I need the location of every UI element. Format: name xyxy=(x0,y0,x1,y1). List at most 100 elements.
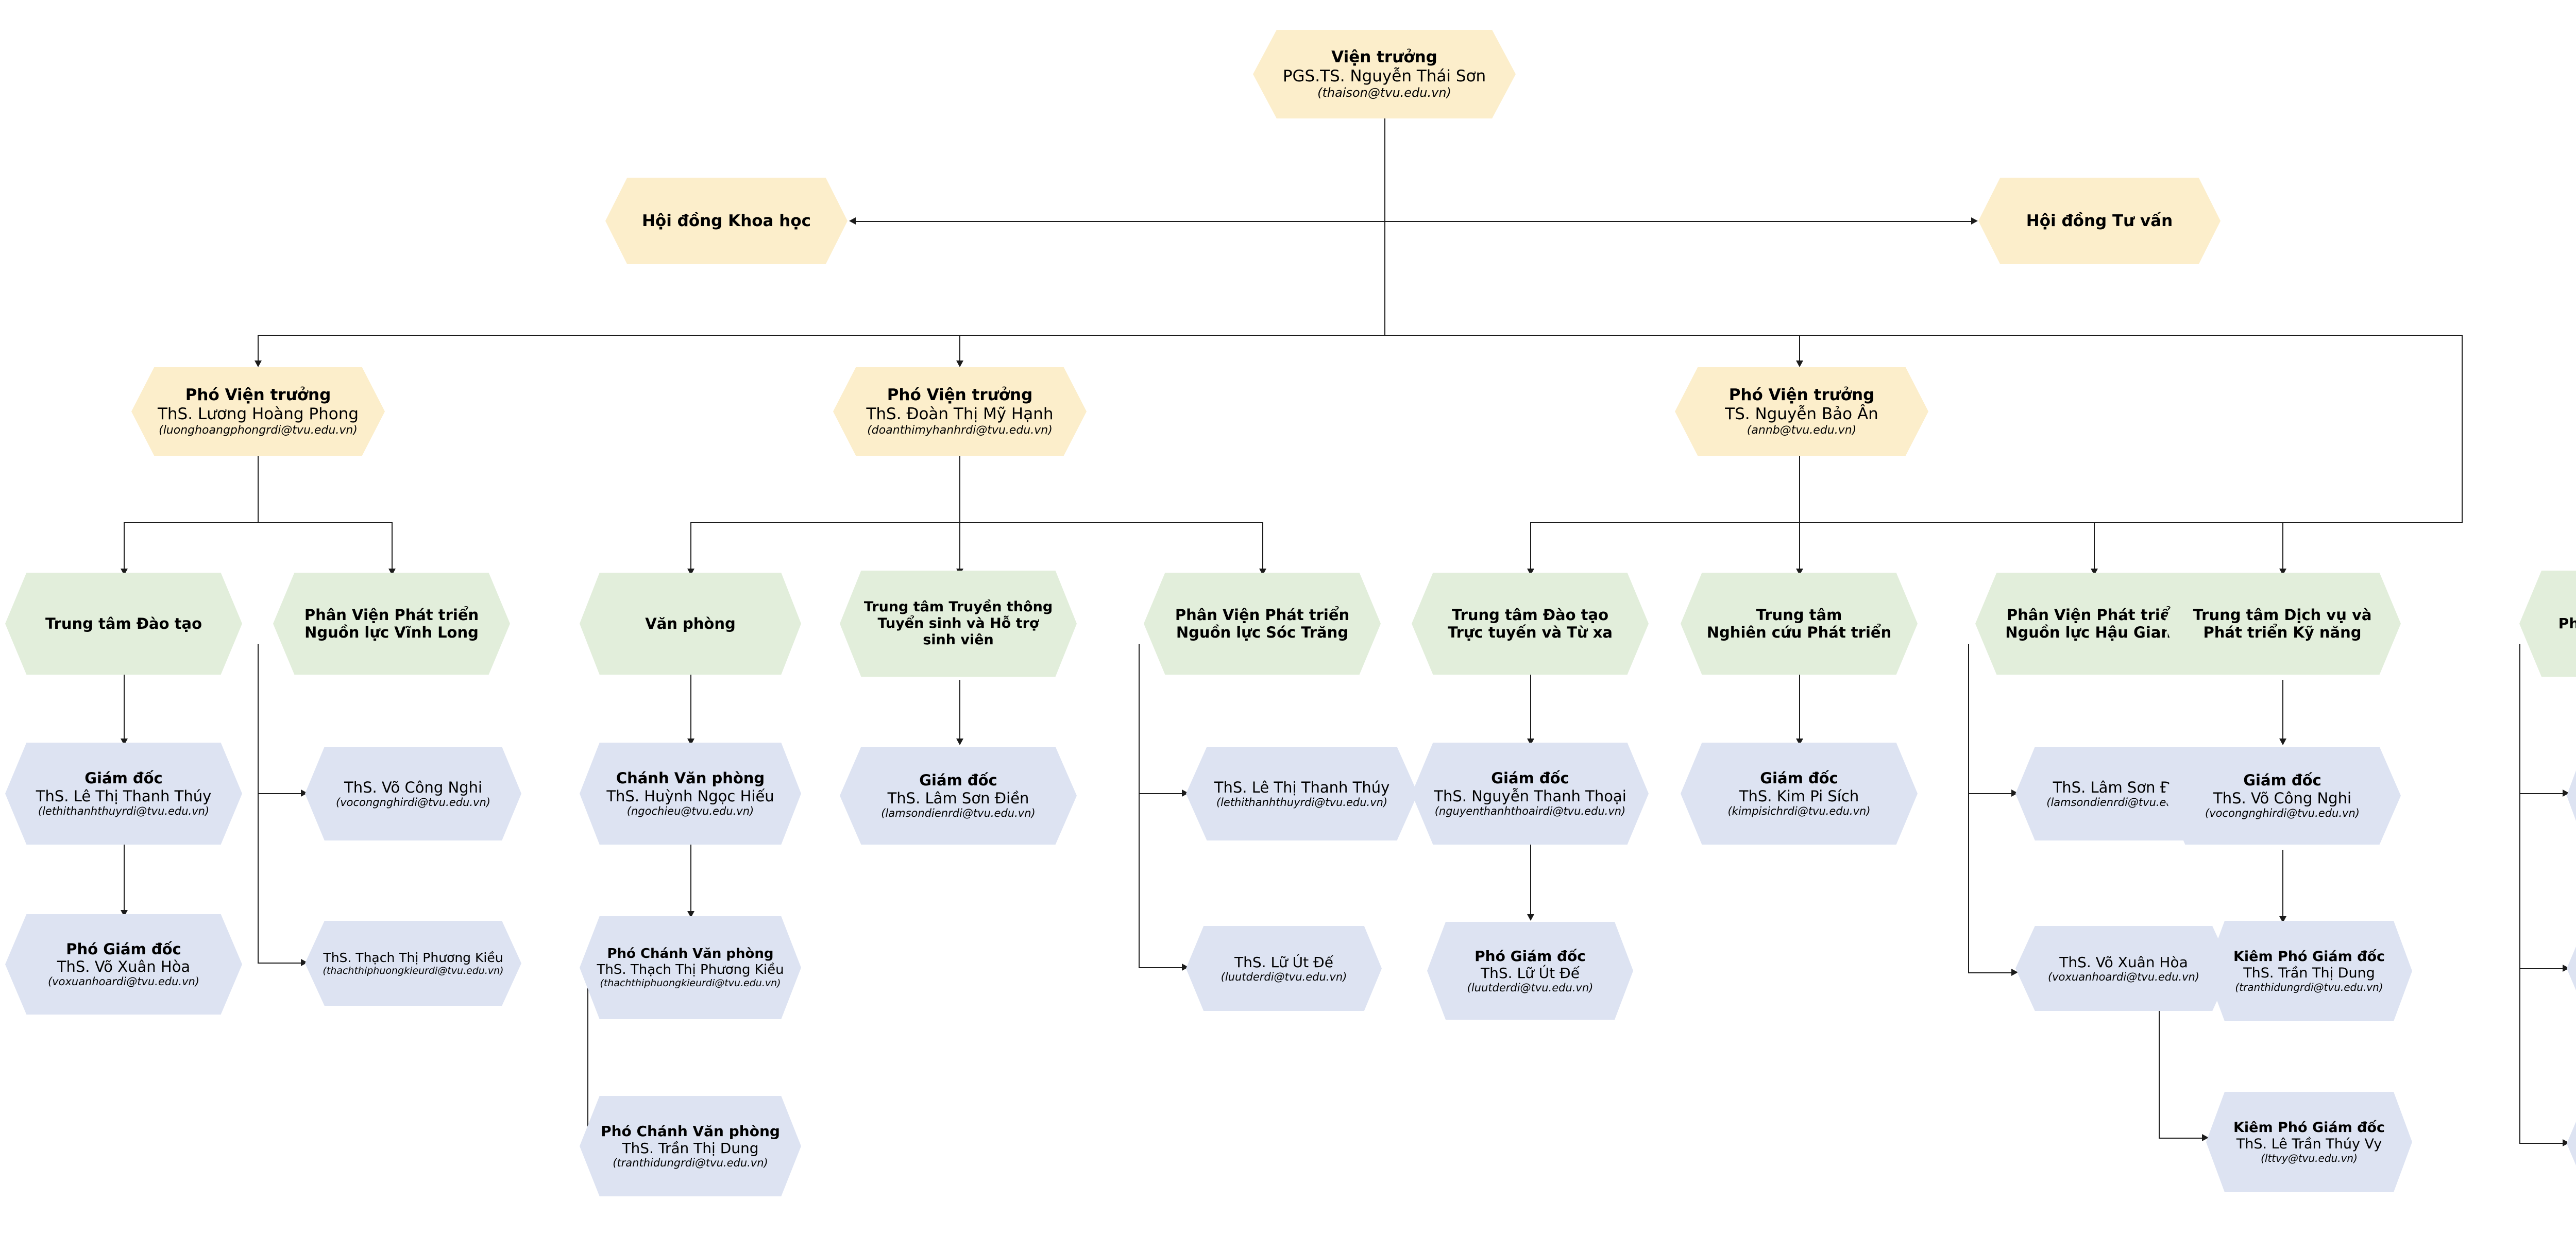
connector-services-to-dir xyxy=(2282,680,2283,743)
connector-dept-haugiang-drop xyxy=(2094,522,2095,573)
node-dept-hcm[interactable]: Phân Viện Phát triển Nguồn lực TP. Hồ Ch… xyxy=(2519,571,2576,677)
node-dept-vinhlong-line1: Phân Viện Phát triển xyxy=(304,606,479,624)
node-s-services-dir-name: ThS. Võ Công Nghi xyxy=(2213,789,2352,807)
node-staff-hcm-2[interactable]: ThS. Lê Trần Thúy Vy (lttvy@tvu.edu.vn) xyxy=(2567,1101,2576,1186)
node-s-office-vice1-email: (thachthiphuongkieurdi@tvu.edu.vn) xyxy=(600,977,781,989)
node-s-training-vice-title: Phó Giám đốc xyxy=(66,940,181,958)
node-dept-training[interactable]: Trung tâm Đào tạo xyxy=(5,573,242,675)
node-staff-vinhlong-2[interactable]: ThS. Thạch Thị Phương Kiều (thachthiphuo… xyxy=(305,921,521,1006)
node-director-title: Viện trưởng xyxy=(1331,48,1437,67)
node-staff-hcm-1[interactable]: ThS. Nguyễn Thanh Thoại (nguyenthanhthoa… xyxy=(2567,926,2576,1011)
node-s-services-vice1-name: ThS. Trần Thị Dung xyxy=(2243,965,2375,981)
node-s-online-dir-email: (nguyenthanhthoairdi@tvu.edu.vn) xyxy=(1434,804,1626,817)
node-vice-director-2[interactable]: Phó Viện trưởng ThS. Đoàn Thị Mỹ Hạnh (d… xyxy=(833,367,1087,456)
node-dept-services-line2: Phát triển Kỹ năng xyxy=(2203,624,2362,641)
node-s-media-dir-title: Giám đốc xyxy=(919,771,997,789)
node-s-office-vice1-name: ThS. Thạch Thị Phương Kiều xyxy=(597,962,784,977)
node-dept-online[interactable]: Trung tâm Đào tạo Trực tuyến và Từ xa xyxy=(1412,573,1649,675)
connector-dept-media-drop xyxy=(959,522,960,573)
node-staff-soctrang-1[interactable]: ThS. Lê Thị Thanh Thúy (lethithanhthuyrd… xyxy=(1186,747,1418,840)
node-vice1-email: (luonghoangphongrdi@tvu.edu.vn) xyxy=(159,423,358,437)
node-dept-vinhlong[interactable]: Phân Viện Phát triển Nguồn lực Vĩnh Long xyxy=(273,573,510,675)
node-dept-research-line1: Trung tâm xyxy=(1756,606,1842,624)
node-dept-media[interactable]: Trung tâm Truyền thông Tuyển sinh và Hỗ … xyxy=(840,571,1077,677)
node-dept-media-line3: sinh viên xyxy=(923,631,994,648)
node-staff-haugiang-2[interactable]: ThS. Võ Xuân Hòa (voxuanhoardi@tvu.edu.v… xyxy=(2015,926,2232,1011)
node-staff-hcm-head[interactable]: Phân Viện trưởng ThS. Nguyễn Thị Xuân Th… xyxy=(2567,747,2576,845)
connector-office-spine-2 xyxy=(587,963,588,1147)
node-staff-online-director[interactable]: Giám đốc ThS. Nguyễn Thanh Thoại (nguyen… xyxy=(1412,743,1649,845)
node-s-research-dir-email: (kimpisichrdi@tvu.edu.vn) xyxy=(1727,804,1871,817)
node-s-training-dir-title: Giám đốc xyxy=(84,769,163,787)
node-s-online-vice-name: ThS. Lữ Út Đế xyxy=(1481,964,1580,982)
node-staff-services-vice-1[interactable]: Kiêm Phó Giám đốc ThS. Trần Thị Dung (tr… xyxy=(2206,921,2412,1021)
node-council-advisory-title: Hội đồng Tư vấn xyxy=(2026,211,2173,230)
node-vice-director-3[interactable]: Phó Viện trưởng TS. Nguyễn Bảo Ân (annb@… xyxy=(1675,367,1928,456)
connector-director-down xyxy=(1384,118,1385,221)
node-s-services-vice1-title: Kiêm Phó Giám đốc xyxy=(2233,948,2385,965)
node-s-services-vice2-email: (lttvy@tvu.edu.vn) xyxy=(2261,1152,2358,1164)
node-vice2-title: Phó Viện trưởng xyxy=(887,386,1033,405)
connector-haugiang-s2 xyxy=(1968,972,2015,973)
connector-vice3-drop xyxy=(1799,335,1800,365)
node-s-office-vice2-title: Phó Chánh Văn phòng xyxy=(601,1123,780,1140)
node-vice-director-1[interactable]: Phó Viện trưởng ThS. Lương Hoàng Phong (… xyxy=(131,367,385,456)
node-staff-services-director[interactable]: Giám đốc ThS. Võ Công Nghi (vocongnghird… xyxy=(2164,747,2401,845)
connector-vice3-down xyxy=(1799,456,1800,523)
connector-vice1-dept-bus xyxy=(124,522,392,523)
connector-vice3-dept-bus xyxy=(1530,522,2463,523)
node-council-science[interactable]: Hội đồng Khoa học xyxy=(605,178,848,264)
node-s-online-vice-title: Phó Giám đốc xyxy=(1475,947,1586,965)
node-staff-research-director[interactable]: Giám đốc ThS. Kim Pi Sích (kimpisichrdi@… xyxy=(1681,743,1918,845)
connector-haugiang-s1 xyxy=(1968,793,2015,794)
connector-dept-office-drop xyxy=(690,522,691,573)
node-dept-hcm-line2: Phát triển Nguồn lực xyxy=(2558,615,2576,632)
connector-online-dir-to-vice xyxy=(1530,845,1531,918)
node-dept-soctrang[interactable]: Phân Viện Phát triển Nguồn lực Sóc Trăng xyxy=(1144,573,1381,675)
connector-haugiang-spine xyxy=(1968,644,1969,973)
connector-vice2-down xyxy=(959,456,960,523)
node-s-training-dir-name: ThS. Lê Thị Thanh Thúy xyxy=(36,787,212,805)
node-director[interactable]: Viện trưởng PGS.TS. Nguyễn Thái Sơn (tha… xyxy=(1253,30,1516,118)
node-dept-media-line1: Trung tâm Truyền thông xyxy=(863,599,1053,615)
node-council-advisory[interactable]: Hội đồng Tư vấn xyxy=(1978,178,2221,264)
node-dept-online-line1: Trung tâm Đào tạo xyxy=(1451,606,1609,624)
connector-soctrang-s1 xyxy=(1139,793,1186,794)
node-dept-research[interactable]: Trung tâm Nghiên cứu Phát triển xyxy=(1681,573,1918,675)
node-staff-vinhlong-1[interactable]: ThS. Võ Công Nghi (vocongnghirdi@tvu.edu… xyxy=(305,747,521,840)
node-staff-services-vice-2[interactable]: Kiêm Phó Giám đốc ThS. Lê Trần Thúy Vy (… xyxy=(2206,1092,2412,1192)
node-dept-soctrang-line1: Phân Viện Phát triển xyxy=(1175,606,1350,624)
node-s-services-vice2-title: Kiêm Phó Giám đốc xyxy=(2233,1119,2385,1136)
arrow-vice1 xyxy=(255,360,262,367)
node-staff-office-vice-2[interactable]: Phó Chánh Văn phòng ThS. Trần Thị Dung (… xyxy=(580,1096,801,1196)
connector-dept-research-drop xyxy=(1799,522,1800,573)
node-s-haugiang-2-email: (voxuanhoardi@tvu.edu.vn) xyxy=(2047,970,2200,983)
node-s-services-dir-email: (vocongnghirdi@tvu.edu.vn) xyxy=(2205,806,2360,819)
node-staff-online-vice[interactable]: Phó Giám đốc ThS. Lữ Út Đế (luutderdi@tv… xyxy=(1427,922,1633,1020)
connector-hcm-spine xyxy=(2519,644,2520,1143)
node-vice2-email: (doanthimyhanhrdi@tvu.edu.vn) xyxy=(867,423,1053,437)
connector-office-to-chief xyxy=(690,675,691,743)
node-staff-training-vice[interactable]: Phó Giám đốc ThS. Võ Xuân Hòa (voxuanhoa… xyxy=(5,914,242,1015)
node-s-vinhlong-2-name: ThS. Thạch Thị Phương Kiều xyxy=(323,950,503,965)
connector-council-bus xyxy=(853,221,1976,222)
node-staff-training-director[interactable]: Giám đốc ThS. Lê Thị Thanh Thúy (lethith… xyxy=(5,743,242,845)
node-staff-office-chief[interactable]: Chánh Văn phòng ThS. Huỳnh Ngọc Hiếu (ng… xyxy=(580,743,801,845)
node-staff-office-vice-1[interactable]: Phó Chánh Văn phòng ThS. Thạch Thị Phươn… xyxy=(580,916,801,1019)
node-s-services-vice2-name: ThS. Lê Trần Thúy Vy xyxy=(2236,1136,2382,1152)
node-dept-soctrang-line2: Nguồn lực Sóc Trăng xyxy=(1176,624,1349,641)
connector-dept-services-drop xyxy=(2282,522,2283,573)
node-dept-office[interactable]: Văn phòng xyxy=(580,573,801,675)
node-director-name: PGS.TS. Nguyễn Thái Sơn xyxy=(1282,66,1486,85)
node-s-soctrang-1-name: ThS. Lê Thị Thanh Thúy xyxy=(1214,778,1390,796)
node-dept-services[interactable]: Trung tâm Dịch vụ và Phát triển Kỹ năng xyxy=(2164,573,2401,675)
node-council-science-title: Hội đồng Khoa học xyxy=(641,211,811,230)
node-staff-media-director[interactable]: Giám đốc ThS. Lâm Sơn Điền (lamsondienrd… xyxy=(840,747,1077,845)
node-s-office-vice1-title: Phó Chánh Văn phòng xyxy=(607,946,774,962)
node-vice3-title: Phó Viện trưởng xyxy=(1728,386,1875,405)
node-staff-soctrang-2[interactable]: ThS. Lữ Út Đế (luutderdi@tvu.edu.vn) xyxy=(1186,926,1382,1011)
connector-vice2-dept-bus xyxy=(690,522,1262,523)
node-director-email: (thaison@tvu.edu.vn) xyxy=(1317,85,1451,100)
node-s-haugiang-2-name: ThS. Võ Xuân Hòa xyxy=(2059,953,2188,971)
